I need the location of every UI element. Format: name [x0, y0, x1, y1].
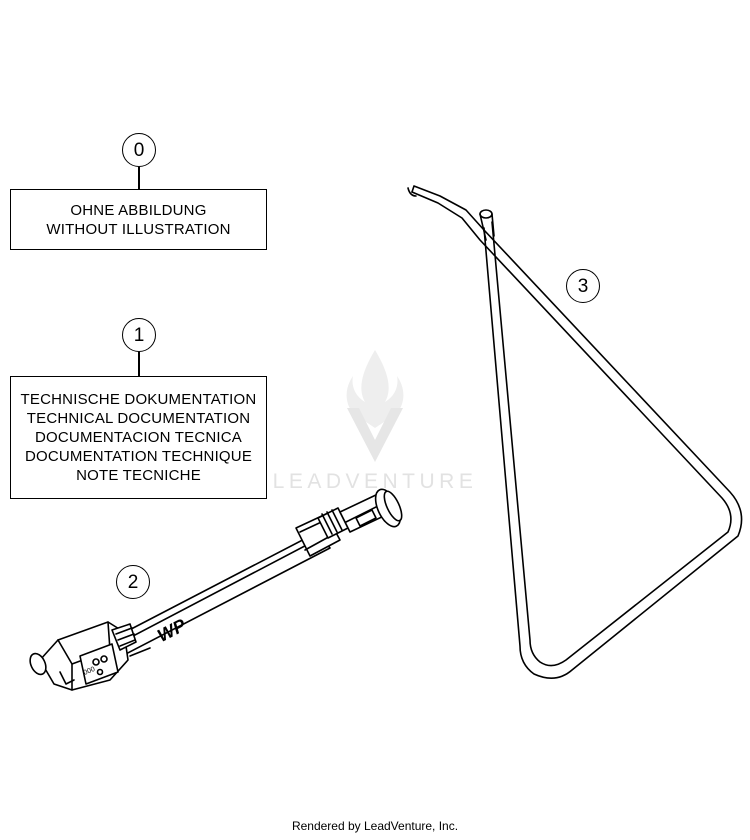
- leader-line-1: [138, 352, 140, 376]
- callout-2-label: 2: [127, 571, 139, 593]
- release-valve: [29, 652, 47, 676]
- note-line: NOTE TECNICHE: [76, 467, 201, 484]
- callout-3[interactable]: 3: [566, 269, 600, 303]
- callout-0[interactable]: 0: [122, 133, 156, 167]
- technical-documentation-box: TECHNISCHE DOKUMENTATION TECHNICAL DOCUM…: [10, 376, 267, 499]
- callout-1-label: 1: [133, 324, 145, 346]
- note-line: OHNE ABBILDUNG: [70, 201, 207, 219]
- note-line: DOCUMENTATION TECHNIQUE: [24, 448, 253, 465]
- callout-0-label: 0: [133, 139, 145, 161]
- note-line: TECHNICAL DOCUMENTATION: [26, 410, 251, 427]
- callout-1[interactable]: 1: [122, 318, 156, 352]
- note-line: WITHOUT ILLUSTRATION: [46, 220, 231, 238]
- note-line: TECHNISCHE DOKUMENTATION: [20, 391, 257, 408]
- callout-2[interactable]: 2: [116, 565, 150, 599]
- footer-credit: Rendered by LeadVenture, Inc.: [291, 819, 459, 833]
- note-line: DOCUMENTACION TECNICA: [35, 429, 242, 446]
- stand-tube-outer: [411, 185, 743, 679]
- leader-line-0: [138, 167, 140, 189]
- callout-3-label: 3: [577, 275, 589, 297]
- gauge-digits: 000: [83, 666, 97, 677]
- without-illustration-box: OHNE ABBILDUNG WITHOUT ILLUSTRATION: [10, 189, 267, 250]
